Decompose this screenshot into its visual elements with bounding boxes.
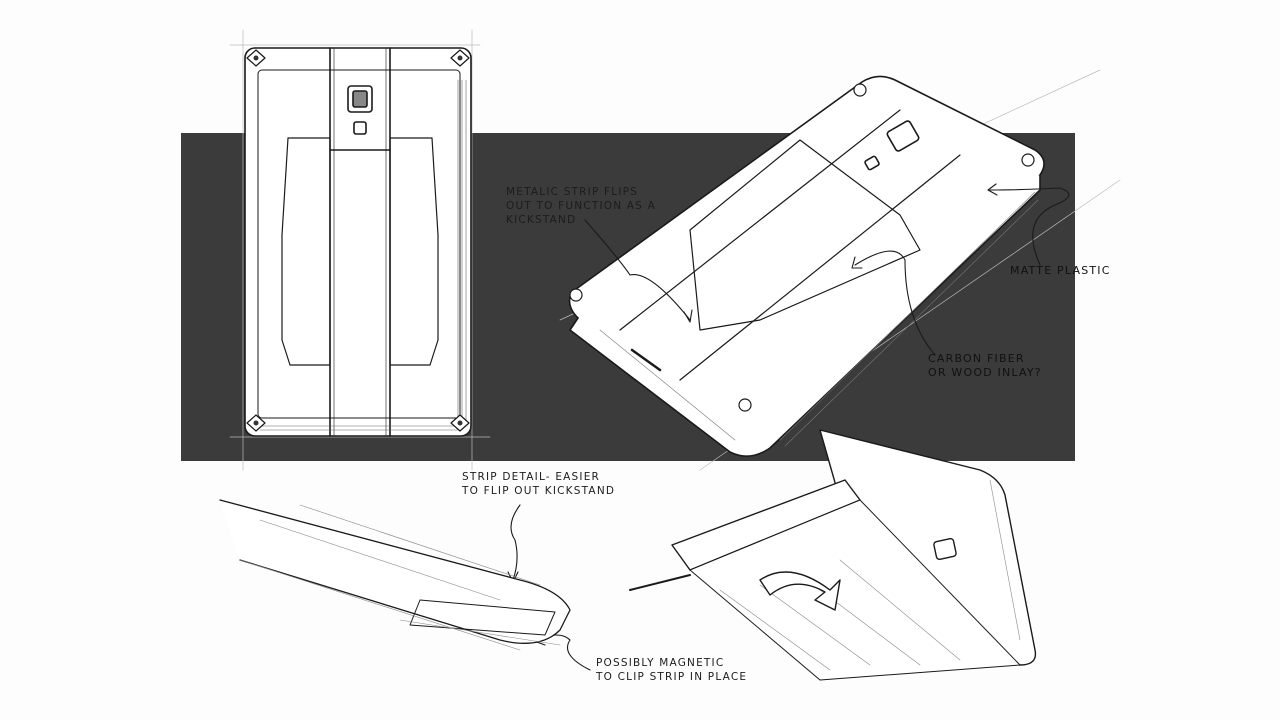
annotation-line: TO CLIP STRIP IN PLACE [596, 671, 748, 683]
annotation-line: POSSIBLY MAGNETIC [596, 657, 725, 669]
annotation-magnetic: POSSIBLY MAGNETIC TO CLIP STRIP IN PLACE [596, 656, 747, 684]
annotation-line: METALIC STRIP FLIPS [506, 186, 639, 198]
annotation-line: STRIP DETAIL- EASIER [462, 471, 601, 483]
annotation-line: OUT TO FUNCTION AS A [506, 200, 656, 212]
annotation-line: CARBON FIBER [928, 352, 1025, 365]
construction-lines [229, 29, 1121, 471]
annotation-matte-plastic: MATTE PLASTIC [1010, 264, 1111, 278]
annotation-line: TO FLIP OUT KICKSTAND [462, 485, 616, 497]
annotation-kickstand: METALIC STRIP FLIPS OUT TO FUNCTION AS A K… [506, 185, 656, 227]
annotation-line: OR WOOD INLAY? [928, 366, 1042, 379]
kickstand-phone-sketch [629, 429, 1037, 681]
phone-isometric-view [568, 75, 1045, 457]
annotation-strip-detail: STRIP DETAIL- EASIER TO FLIP OUT KICKSTAN… [462, 470, 615, 498]
annotation-line: MATTE PLASTIC [1010, 264, 1111, 277]
phone-back-view [244, 47, 472, 437]
strip-detail-sketch [219, 499, 571, 651]
annotation-line: KICKSTAND [506, 214, 577, 226]
